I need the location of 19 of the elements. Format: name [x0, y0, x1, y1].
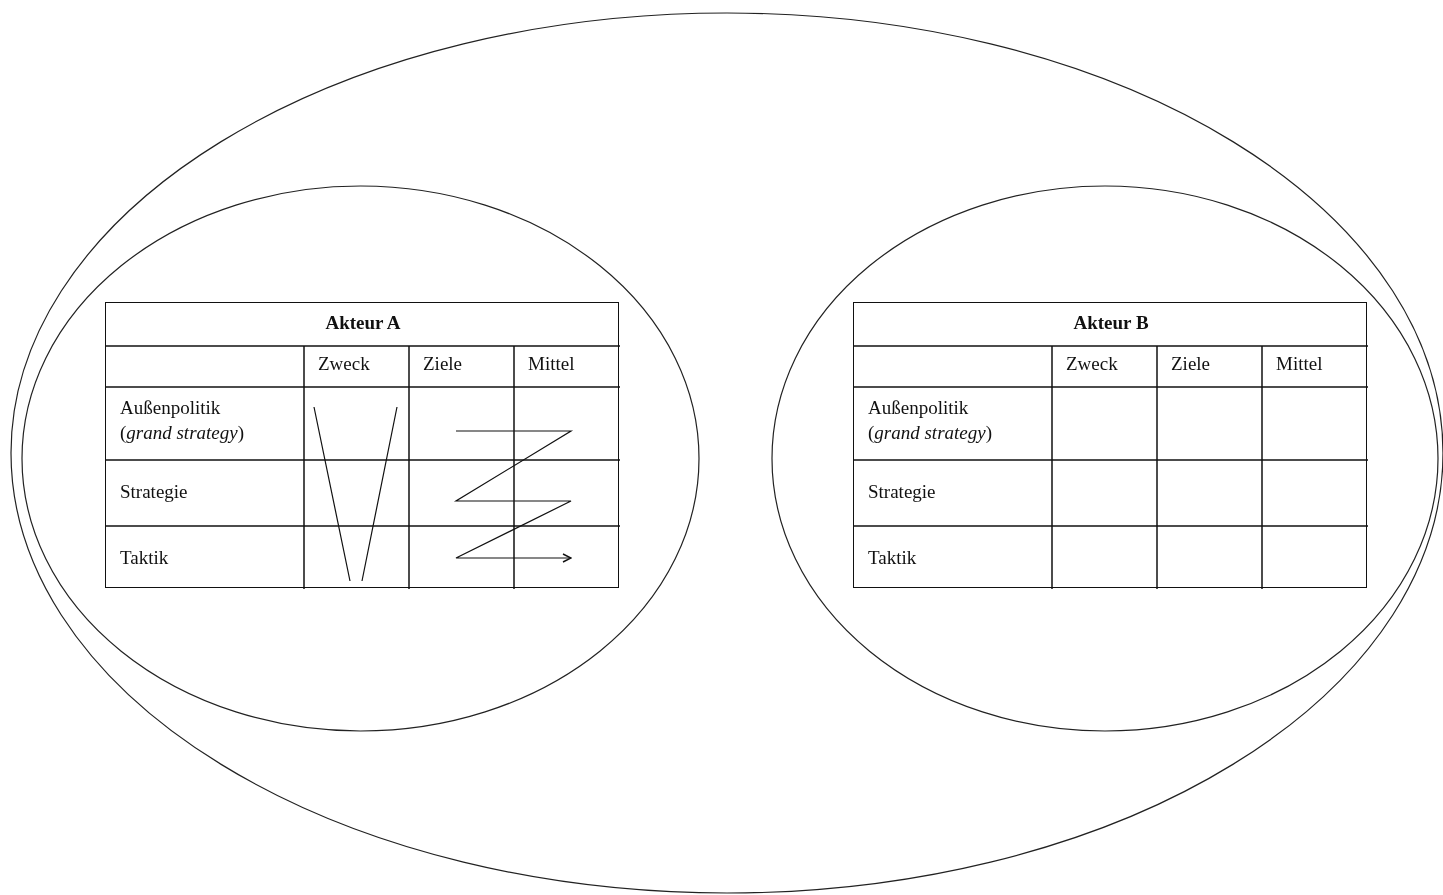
column-header: Zweck — [1066, 352, 1119, 376]
column-header: Mittel — [528, 352, 576, 376]
table-title: Akteur B — [1072, 312, 1150, 334]
row-header: Strategie — [868, 480, 937, 504]
column-header: Ziele — [423, 352, 464, 376]
column-header: Zweck — [318, 352, 371, 376]
column-header: Ziele — [1171, 352, 1212, 376]
data-table — [105, 302, 619, 588]
row-header: Außenpolitik (grand strategy) — [868, 396, 993, 445]
ellipse-region — [10, 12, 1443, 894]
ellipse-region — [21, 185, 700, 732]
row-header: Taktik — [868, 546, 918, 570]
column-header: Mittel — [1276, 352, 1324, 376]
row-header: Außenpolitik (grand strategy) — [120, 396, 245, 445]
ellipse-region — [771, 185, 1439, 732]
data-table — [853, 302, 1367, 588]
row-header: Strategie — [120, 480, 189, 504]
row-header: Taktik — [120, 546, 170, 570]
table-title: Akteur A — [324, 312, 402, 334]
